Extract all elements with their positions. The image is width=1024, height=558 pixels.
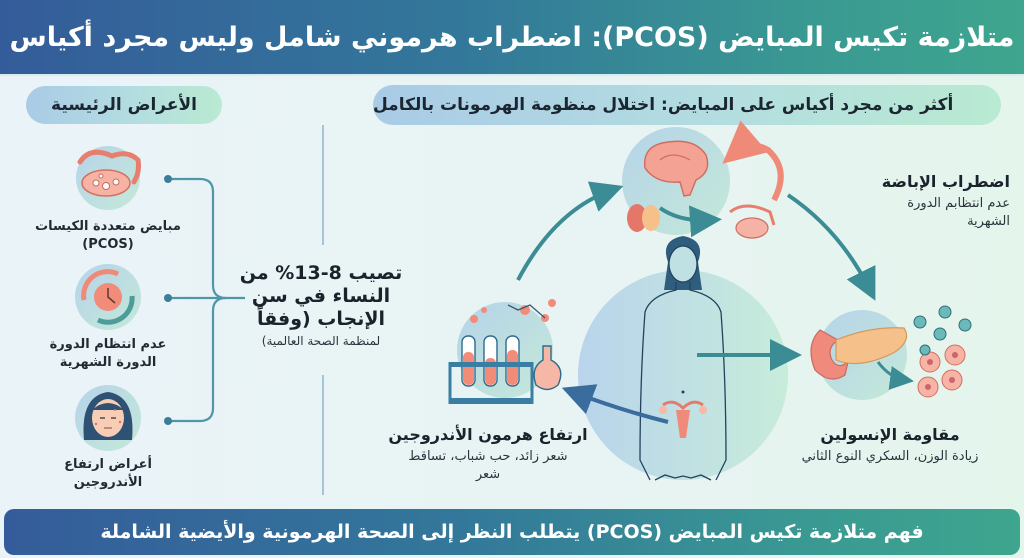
vertical-divider-bottom <box>322 375 324 495</box>
symptoms-heading: الأعراض الرئيسية <box>51 95 197 115</box>
symptom-irregular-cycle: عدم انتظام الدورة الدورة الشهرية <box>33 336 183 371</box>
prevalence-statistic: تصيب 8-13% من النساء في سن الإنجاب (وفقا… <box>236 262 406 348</box>
ovulation-desc-line1: عدم انتظابم الدورة <box>907 196 1010 211</box>
symptom-label-line2: الدورة الشهرية <box>59 354 157 370</box>
footer-banner: فهم متلازمة تكيس المبايض (PCOS) يتطلب ال… <box>4 509 1020 555</box>
bracket-connector <box>168 177 245 423</box>
insulin-title: مقاومة الإنسولين <box>820 425 960 444</box>
brain-pituitary-ovary-icon <box>622 120 784 239</box>
title-banner: متلازمة تكيس المبايض (PCOS): اضطراب هرمو… <box>0 0 1024 76</box>
androgen-desc-line2: شعر <box>475 466 501 482</box>
androgen-title: ارتفاع هرمون الأندروجين <box>388 425 588 444</box>
symptom-label-line2: (PCOS) <box>82 236 134 252</box>
pancreas-cells-icon <box>810 305 972 400</box>
acne-face-icon <box>75 385 141 451</box>
symptom-label-line1: مبايض متعددة الكيسات <box>35 219 181 234</box>
symptom-label-line1: عدم انتظام الدورة <box>49 337 167 352</box>
cycle-clock-icon <box>75 264 141 330</box>
ovulation-desc-line2: الشهرية <box>967 213 1010 229</box>
vertical-divider-top <box>322 125 324 245</box>
stat-line1: تصيب 8-13% من <box>239 262 403 284</box>
ovary-icon <box>76 146 141 210</box>
insulin-desc: زيادة الوزن، السكري النوع الثاني <box>801 449 979 464</box>
female-body-uterus-icon <box>578 236 788 481</box>
footer-text: فهم متلازمة تكيس المبايض (PCOS) يتطلب ال… <box>100 521 924 543</box>
test-tubes-flask-icon <box>448 299 562 404</box>
node-ovulation-disorder: اضطراب الإباضة عدم انتظابم الدورة الشهري… <box>830 172 1010 230</box>
androgen-desc-line1: شعر زائد، حب شباب، تساقط <box>408 449 568 464</box>
node-insulin-resistance: مقاومة الإنسولين زيادة الوزن، السكري الن… <box>770 425 1010 466</box>
arrow-body-to-androgen <box>561 384 669 424</box>
hormone-system-heading: أكثر من مجرد أكياس على المبايض: اختلال م… <box>373 95 954 115</box>
ovulation-title: اضطراب الإباضة <box>881 172 1010 191</box>
symptom-high-androgen: أعراض ارتفاع الأندروجين <box>33 456 183 491</box>
symptom-label-line2: الأندروجين <box>73 474 143 490</box>
stat-line3: الإنجاب (وفقاً <box>256 307 386 330</box>
stat-source: لمنظمة الصحة العالمية) <box>261 334 381 349</box>
hormone-system-heading-pill: أكثر من مجرد أكياس على المبايض: اختلال م… <box>373 85 1001 125</box>
symptom-label-line1: أعراض ارتفاع <box>64 457 152 472</box>
arrow-androgen-to-brain <box>516 181 624 281</box>
stat-line2: النساء في سن <box>251 284 391 307</box>
node-high-androgen: ارتفاع هرمون الأندروجين شعر زائد، حب شبا… <box>372 425 604 483</box>
page-title: متلازمة تكيس المبايض (PCOS): اضطراب هرمو… <box>9 21 1015 53</box>
symptom-polycystic-ovaries: مبايض متعددة الكيسات (PCOS) <box>33 218 183 253</box>
symptoms-heading-pill: الأعراض الرئيسية <box>26 86 222 124</box>
